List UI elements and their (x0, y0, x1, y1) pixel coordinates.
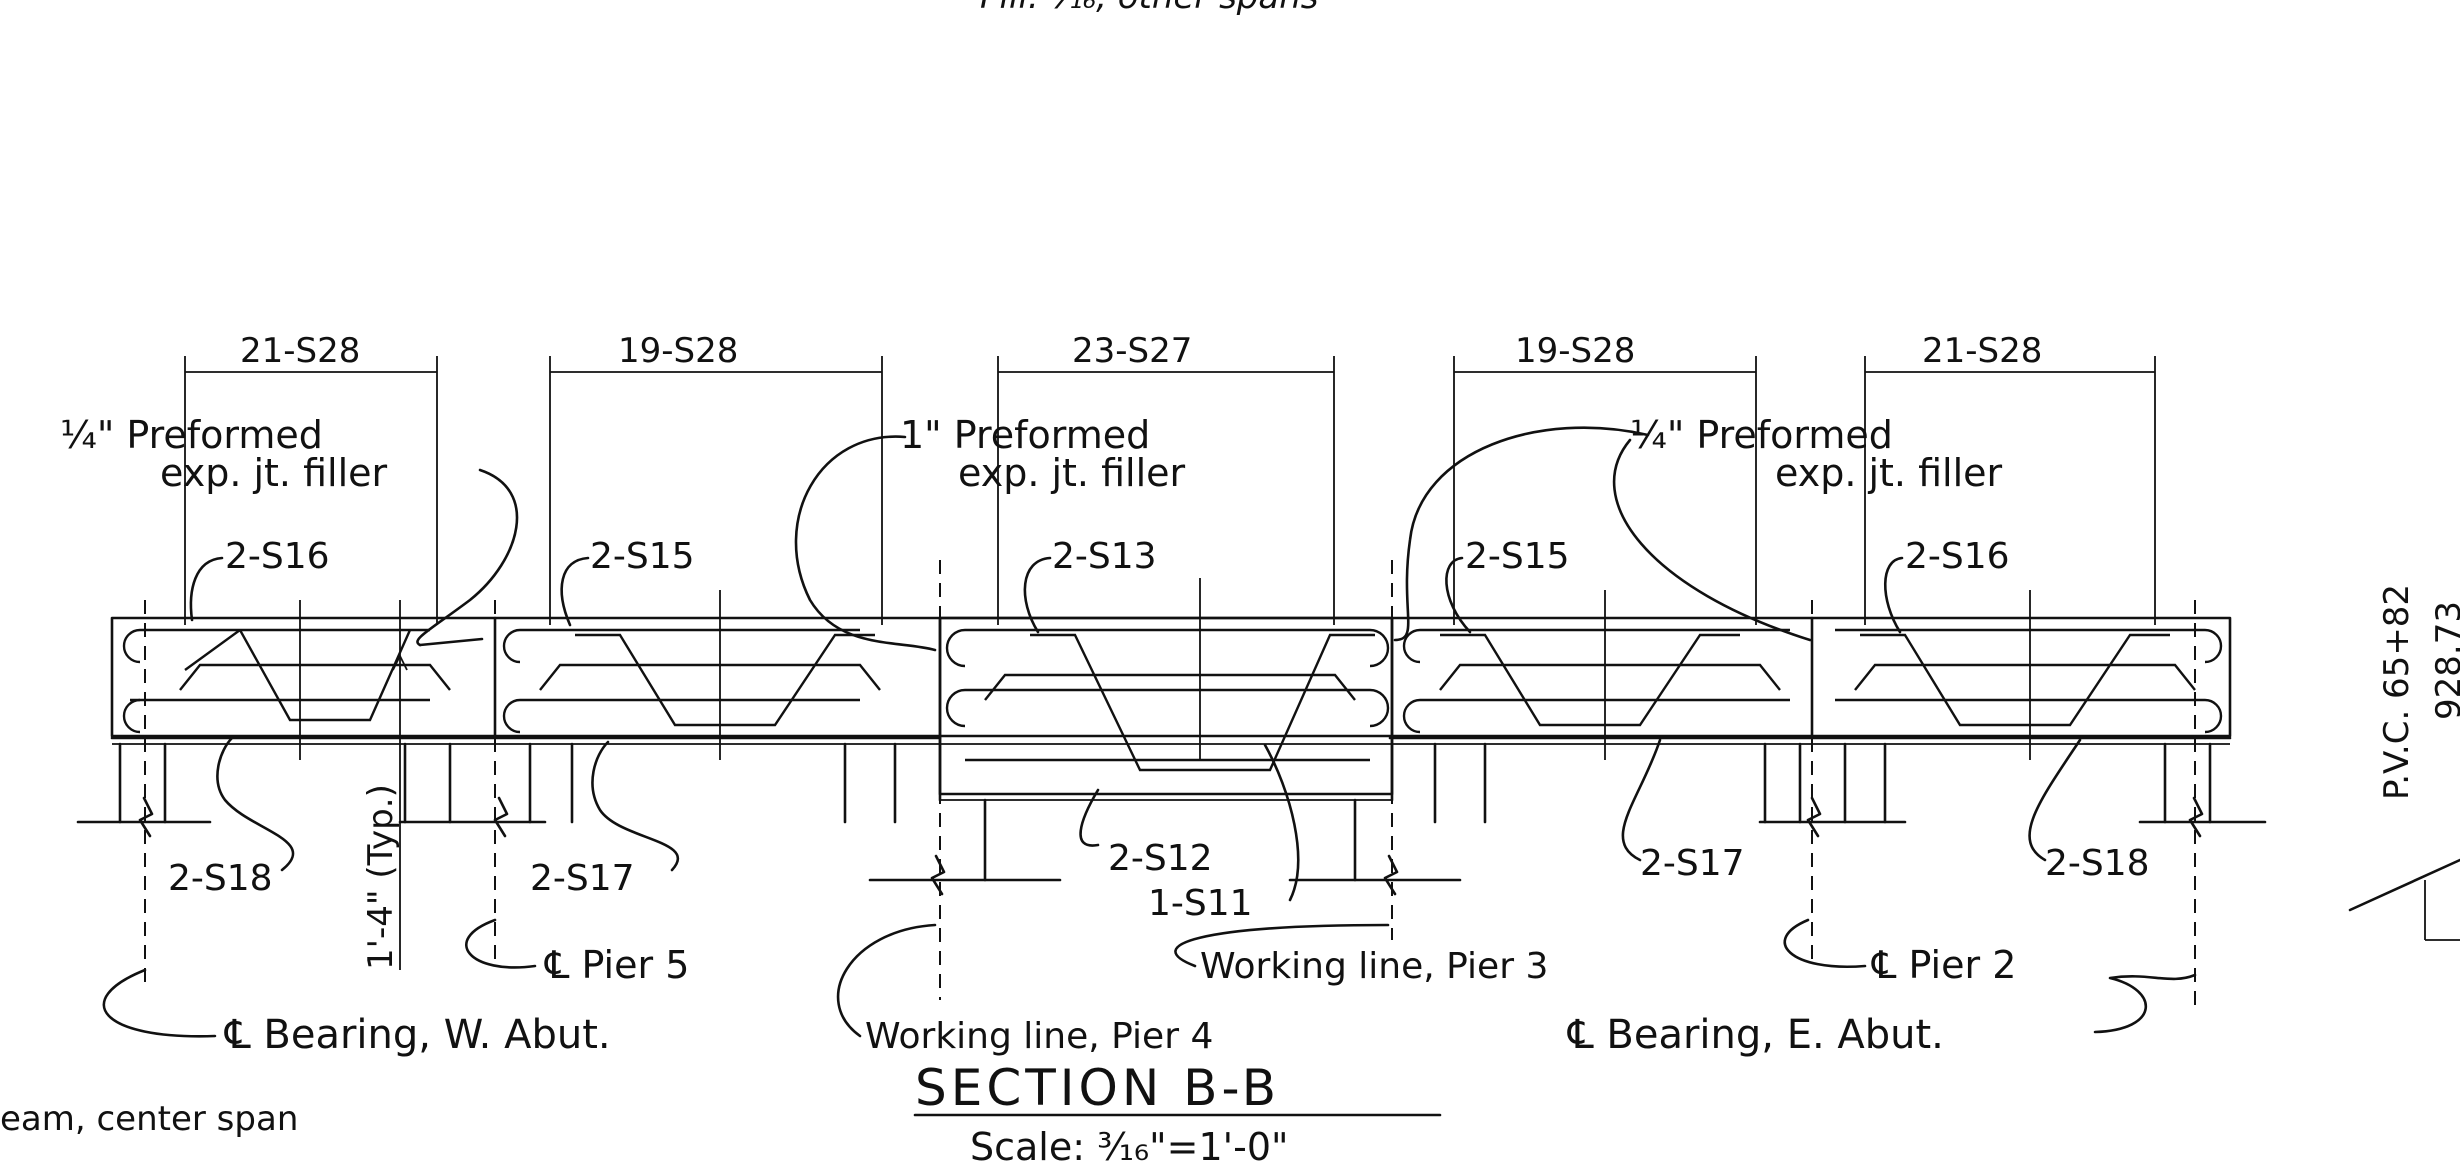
leader-span2-top (560, 556, 590, 627)
callout-span5-bottom: 2-S18 (2045, 843, 2150, 884)
leader-span1-top (189, 556, 224, 622)
filler-right-line2: exp. jt. filler (1775, 451, 2003, 495)
filler-left-line1: ¼" Preformed (60, 413, 323, 457)
callout-span2-bottom: 2-S17 (530, 858, 635, 899)
label-pier3: Working line, Pier 3 (1200, 946, 1548, 987)
filler-left-line2: exp. jt. filler (160, 451, 388, 495)
label-pier5: ℄ Pier 5 (544, 943, 689, 987)
callout-span5-top: 2-S16 (1905, 536, 2010, 577)
leader-span1-bottom (216, 736, 295, 872)
leader-span3-top (1023, 556, 1052, 634)
label-e-abut: ℄ Bearing, E. Abut. (1567, 1012, 1944, 1058)
label-w-abut: ℄ Bearing, W. Abut. (224, 1012, 611, 1058)
leader-pier3 (1174, 923, 1390, 968)
leader-pier2 (1783, 918, 1867, 969)
leader-e-abut (2093, 973, 2197, 1034)
right-vertical-label: P.V.C. 65+82 (2377, 584, 2417, 800)
dim-span-4: 19-S28 (1515, 331, 1635, 371)
leader-span3-bottom-a (1079, 788, 1100, 847)
rebar-span-4 (1402, 628, 1790, 734)
girders (118, 742, 2212, 882)
leader-span4-bottom (1621, 738, 1662, 862)
rebar-span-3 (945, 628, 1390, 772)
support-caps (76, 796, 2267, 896)
callout-span4-bottom: 2-S17 (1640, 843, 1745, 884)
leader-span5-top (1883, 556, 1904, 634)
filler-center-line1: 1" Preformed (900, 413, 1150, 457)
dim-span-2: 19-S28 (618, 331, 738, 371)
callout-span2-top: 2-S15 (590, 536, 695, 577)
callout-span3-top: 2-S13 (1052, 536, 1157, 577)
leader-span5-bottom (2028, 738, 2082, 862)
callout-span3-bottom-a: 2-S12 (1108, 838, 1213, 879)
callout-span1-bottom: 2-S18 (168, 858, 273, 899)
section-title: SECTION B-B (915, 1059, 1280, 1117)
callout-span4-top: 2-S15 (1465, 536, 1570, 577)
dim-span-1: 21-S28 (240, 331, 360, 371)
leader-span2-bottom (591, 740, 680, 872)
label-pier4: Working line, Pier 4 (865, 1016, 1213, 1057)
leader-w-abut (102, 968, 217, 1038)
right-vertical-label-2: 928.73 (2429, 601, 2460, 720)
callout-span1-top: 2-S16 (225, 536, 330, 577)
typ-dimension: 1'-4" (Typ.) (361, 784, 401, 970)
leader-span3-bottom-b (1263, 743, 1300, 902)
centerlines (144, 560, 2196, 1010)
callout-span3-bottom-b: 1-S11 (1148, 883, 1253, 924)
leader-span4-top (1445, 556, 1472, 634)
dimension-lines (184, 356, 2156, 625)
rebar-span-1 (122, 600, 451, 970)
leader-pier4 (836, 923, 937, 1038)
leader-pier5 (465, 918, 537, 969)
dim-span-5: 21-S28 (1922, 331, 2042, 371)
label-pier2: ℄ Pier 2 (1871, 943, 2016, 987)
filler-right-line1: ¼" Preformed (1630, 413, 1893, 457)
left-note: eam, center span (0, 1099, 298, 1139)
rebar-span-5 (1835, 628, 2223, 734)
right-profile (2348, 858, 2460, 941)
top-caption: Fill. ⅟₁₆, other spans (980, 0, 1318, 17)
filler-center-line2: exp. jt. filler (958, 451, 1186, 495)
section-scale: Scale: ³⁄₁₆"=1'-0" (970, 1125, 1288, 1169)
dim-span-3: 23-S27 (1072, 331, 1192, 371)
rebar-span-2 (502, 628, 881, 734)
